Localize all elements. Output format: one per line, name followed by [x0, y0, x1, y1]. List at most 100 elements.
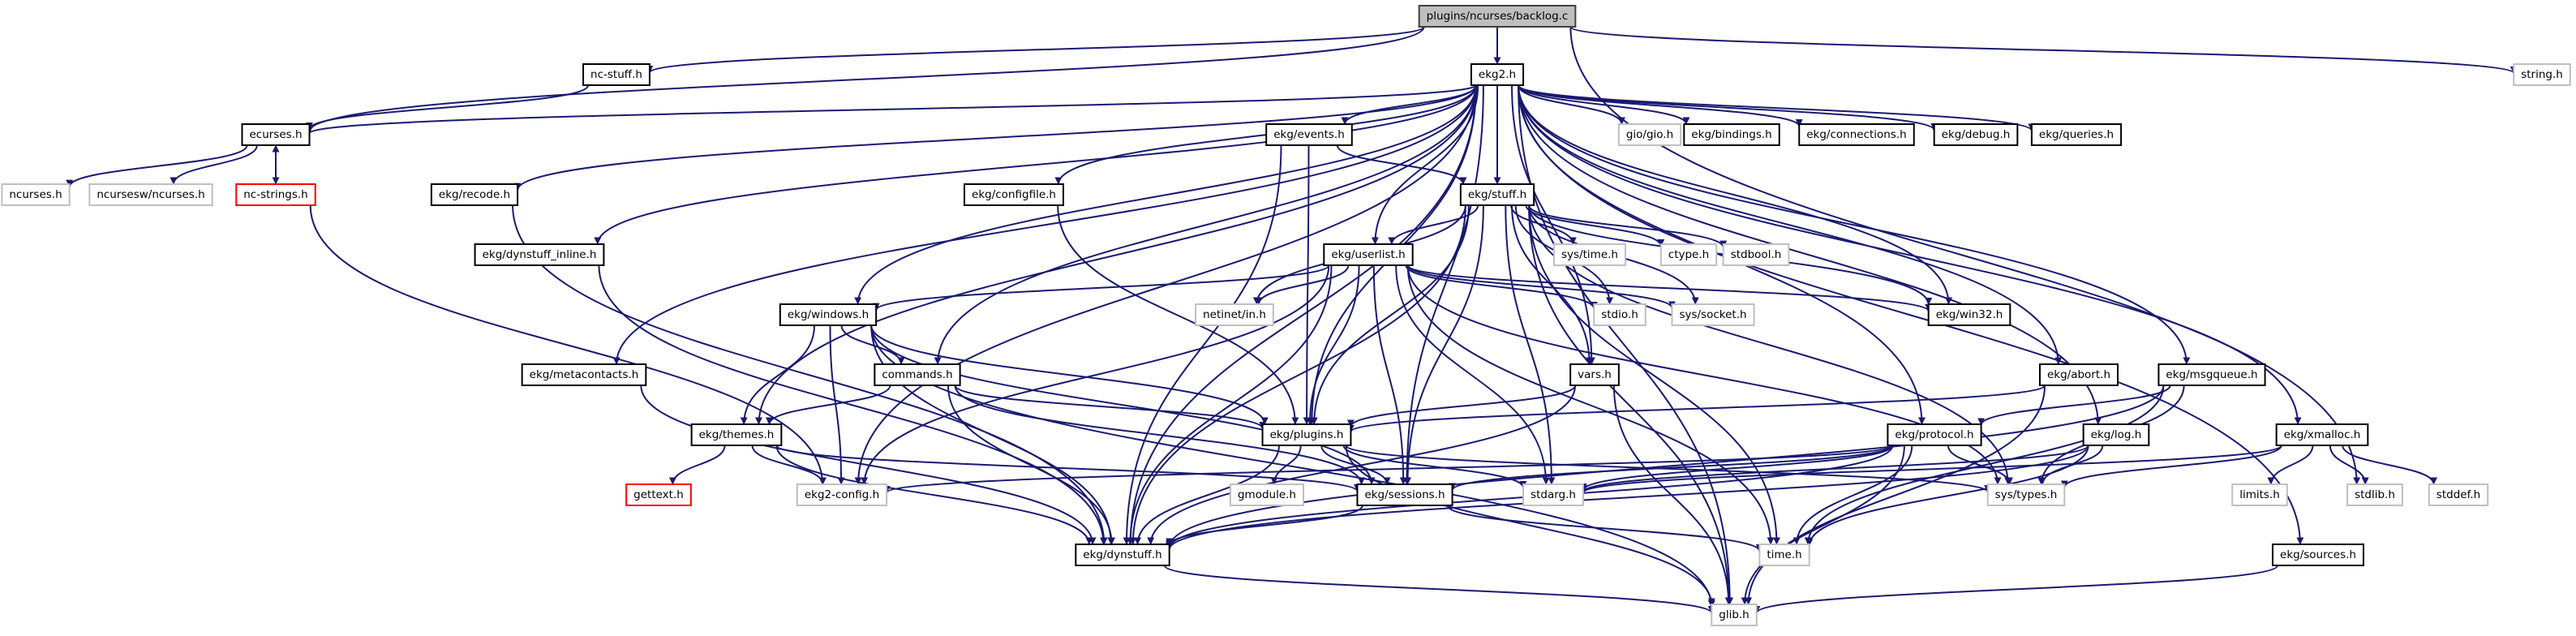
node-giogio[interactable]: gio/gio.h	[1617, 123, 1682, 146]
node-systime[interactable]: sys/time.h	[1553, 243, 1626, 266]
node-ctype[interactable]: ctype.h	[1659, 243, 1718, 266]
node-label: ekg/bindings.h	[1691, 128, 1771, 141]
edge-themes-to-gettext	[668, 445, 726, 485]
edge-protocol-to-systypes	[1947, 445, 2013, 485]
node-windows[interactable]: ekg/windows.h	[779, 303, 878, 326]
node-label: string.h	[2521, 68, 2563, 81]
node-stddef[interactable]: stddef.h	[2428, 483, 2489, 506]
edge-ekg2-to-sources	[1518, 84, 2304, 545]
node-box	[88, 183, 213, 206]
node-bindings[interactable]: ekg/bindings.h	[1683, 123, 1780, 146]
node-events[interactable]: ekg/events.h	[1265, 123, 1353, 146]
edge-events-to-plugins	[1303, 144, 1311, 425]
node-commands[interactable]: commands.h	[874, 363, 961, 386]
node-box	[1418, 5, 1577, 28]
edge-themes-to-dynstuff	[775, 445, 1093, 545]
node-configfile[interactable]: ekg/configfile.h	[964, 183, 1064, 206]
node-ekg2config[interactable]: ekg2-config.h	[796, 483, 888, 506]
node-stdlib[interactable]: stdlib.h	[2346, 483, 2403, 506]
edge-ekg2-to-metacontacts	[612, 84, 1477, 365]
node-label: ekg/sessions.h	[1364, 488, 1445, 501]
node-label: sys/types.h	[1995, 488, 2058, 501]
node-box	[1323, 243, 1414, 266]
edge-backlog-to-stdlib	[1569, 26, 2361, 485]
edge-ekg2-to-queries	[1518, 84, 2036, 132]
node-label: stdio.h	[1601, 308, 1638, 321]
edge-ecurses-to-ncurses	[66, 144, 248, 187]
node-recode[interactable]: ekg/recode.h	[430, 183, 519, 206]
node-timeh[interactable]: time.h	[1758, 544, 1810, 566]
node-ecurses[interactable]: ecurses.h	[241, 123, 311, 146]
node-label: ekg/events.h	[1273, 128, 1345, 141]
node-label: ecurses.h	[249, 128, 302, 141]
edge-vars-to-plugins	[1346, 385, 1577, 428]
edge-backlog-to-stringh	[1569, 26, 2518, 75]
node-label: ekg/win32.h	[1936, 308, 2003, 321]
node-systypes[interactable]: sys/types.h	[1986, 483, 2066, 506]
edge-userlist-to-windows	[872, 264, 1330, 312]
node-dynstuffinline[interactable]: ekg/dynstuff_inline.h	[474, 243, 605, 266]
node-netinet[interactable]: netinet/in.h	[1195, 303, 1274, 326]
node-abort[interactable]: ekg/abort.h	[2038, 363, 2119, 386]
node-stdbool[interactable]: stdbool.h	[1722, 243, 1790, 266]
node-log[interactable]: ekg/log.h	[2082, 423, 2150, 446]
edge-commands-to-plugins	[954, 385, 1266, 429]
node-protocol[interactable]: ekg/protocol.h	[1887, 423, 1982, 446]
node-ekg2[interactable]: ekg2.h	[1470, 63, 1525, 86]
node-themes[interactable]: ekg/themes.h	[690, 423, 783, 446]
node-box	[582, 63, 650, 86]
edge-userlist-to-syssocket	[1406, 264, 1676, 309]
edge-stuff-to-systime	[1510, 204, 1577, 245]
node-label: stdarg.h	[1531, 488, 1576, 501]
node-box	[241, 123, 311, 146]
node-xmalloc[interactable]: ekg/xmalloc.h	[2275, 423, 2369, 446]
node-stuff[interactable]: ekg/stuff.h	[1459, 183, 1535, 206]
edge-userlist-to-timeh	[1406, 264, 1775, 545]
node-sessions[interactable]: ekg/sessions.h	[1356, 483, 1453, 506]
node-gettext[interactable]: gettext.h	[625, 483, 692, 506]
edge-userlist-to-win32	[1406, 264, 1933, 312]
node-debug[interactable]: ekg/debug.h	[1933, 123, 2019, 146]
node-metacontacts[interactable]: ekg/metacontacts.h	[521, 363, 647, 386]
node-ncstuff[interactable]: nc-stuff.h	[582, 63, 650, 86]
node-plugins[interactable]: ekg/plugins.h	[1261, 423, 1352, 446]
node-ncurses[interactable]: ncurses.h	[1, 183, 71, 206]
node-label: ekg/connections.h	[1806, 128, 1907, 141]
edge-sessions-to-timeh	[1446, 505, 1763, 552]
node-vars[interactable]: vars.h	[1569, 363, 1620, 386]
edge-plugins-to-gmodule	[1270, 445, 1302, 485]
node-syssocket[interactable]: sys/socket.h	[1671, 303, 1755, 326]
edge-dynstuffinline-to-dynstuff	[598, 264, 1107, 545]
node-box	[1195, 303, 1274, 326]
node-connections[interactable]: ekg/connections.h	[1798, 123, 1915, 146]
node-glib[interactable]: glib.h	[1711, 604, 1758, 626]
node-box	[2082, 423, 2150, 446]
edge-ekg2-to-msgqueue	[1518, 84, 2191, 365]
edge-ekg2-to-commands	[934, 84, 1477, 365]
node-label: ekg/log.h	[2091, 428, 2142, 441]
node-backlog[interactable]: plugins/ncurses/backlog.c	[1418, 5, 1577, 28]
node-gmodule[interactable]: gmodule.h	[1229, 483, 1305, 506]
node-box	[1927, 303, 2011, 326]
edge-stuff-to-glib	[1528, 204, 1732, 605]
edge-userlist-to-dynstuff	[1126, 264, 1333, 545]
node-ncursesw[interactable]: ncursesw/ncurses.h	[88, 183, 213, 206]
edge-backlog-to-ecurses	[306, 26, 1425, 132]
node-stringh[interactable]: string.h	[2513, 63, 2571, 86]
edge-plugins-to-glib	[1345, 445, 1715, 606]
node-dynstuff[interactable]: ekg/dynstuff.h	[1075, 544, 1170, 566]
node-win32[interactable]: ekg/win32.h	[1927, 303, 2011, 326]
node-stdio[interactable]: stdio.h	[1593, 303, 1646, 326]
node-ncstrings[interactable]: nc-strings.h	[235, 183, 316, 206]
node-limits[interactable]: limits.h	[2231, 483, 2288, 506]
edge-xmalloc-to-systypes	[2060, 445, 2282, 488]
edge-themes-to-sessions	[775, 445, 1361, 492]
node-sources[interactable]: ekg/sources.h	[2272, 544, 2364, 566]
node-label: plugins/ncurses/backlog.c	[1427, 10, 1569, 23]
node-label: ekg/metacontacts.h	[530, 368, 639, 381]
node-msgqueue[interactable]: ekg/msgqueue.h	[2157, 363, 2266, 386]
node-queries[interactable]: ekg/queries.h	[2030, 123, 2123, 146]
node-userlist[interactable]: ekg/userlist.h	[1323, 243, 1414, 266]
node-label: vars.h	[1578, 368, 1612, 381]
node-stdarg[interactable]: stdarg.h	[1522, 483, 1584, 506]
